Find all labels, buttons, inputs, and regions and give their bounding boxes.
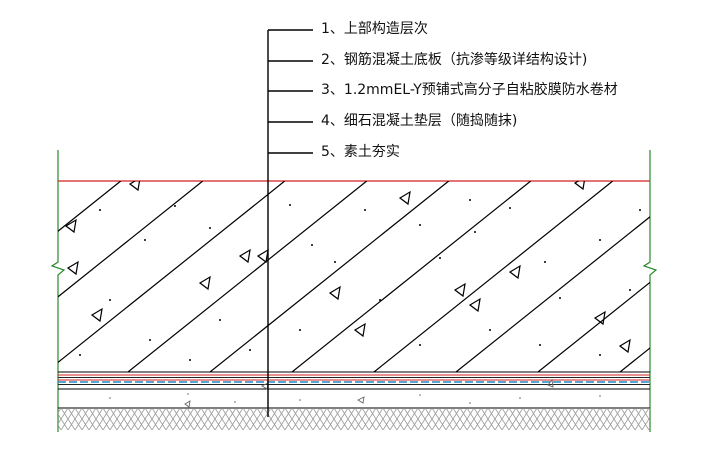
leader-horizontal-lines (268, 29, 313, 154)
layer-label-5: 5、素土夯实 (321, 144, 400, 160)
layer-label-3: 3、1.2mmEL-Y预铺式高分子自粘胶膜防水卷材 (321, 82, 618, 98)
boundary-lines (50, 150, 658, 432)
layer-label-2: 2、钢筋混凝土底板（抗渗等级详结构设计) (321, 52, 588, 68)
rc-slab-hatch (58, 181, 650, 372)
left-boundary-line (50, 150, 66, 432)
layer-label-1: 1、上部构造层次 (321, 21, 428, 37)
layer-label-4: 4、细石混凝土垫层（随捣随抹) (321, 113, 518, 129)
waterproof-membrane (58, 374, 650, 385)
compacted-soil-hatch (58, 408, 650, 430)
right-boundary-line (642, 150, 658, 432)
